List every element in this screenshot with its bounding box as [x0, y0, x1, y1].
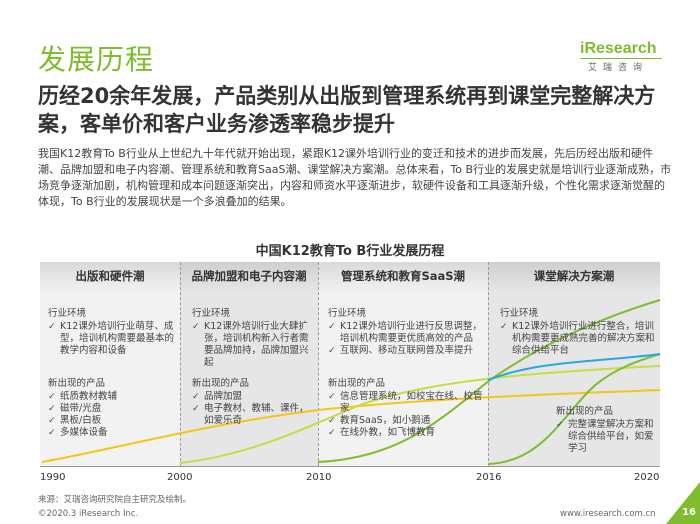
env-item: 互联网、移动互联网普及率提升: [328, 345, 484, 357]
stage4-products: 新出现的产品 完整课堂解决方案和综合供给平台，如爱学习: [556, 406, 660, 455]
timeline-axis: [40, 466, 660, 467]
env-item: K12课外培训行业进行整合，培训机构需要更成熟完善的解决方案和综合供给平台: [500, 321, 658, 357]
chart-title: 中国K12教育To B行业发展历程: [255, 244, 445, 259]
prod-item: 信息管理系统，如校宝在线、校管家: [328, 391, 484, 415]
prod-title: 新出现的产品: [192, 378, 250, 389]
prod-title: 新出现的产品: [48, 378, 106, 389]
stage-name: 管理系统和教育SaaS潮: [340, 269, 466, 283]
prod-item: 多媒体设备: [48, 427, 176, 439]
headline: 历经20余年发展，产品类别从出版到管理系统再到课堂完整解决方案，客单价和客户业务…: [38, 84, 656, 136]
stage1-products: 新出现的产品 纸质教材教辅 磁带/光盘 黑板/白板 多媒体设备: [48, 378, 176, 439]
year-label: 2020: [634, 472, 660, 483]
stage-divider: [180, 262, 181, 466]
page-number: 16: [682, 507, 696, 518]
iresearch-logo: iResearch 艾瑞咨询: [580, 40, 666, 80]
prod-item: 电子教材、教辅、课件，如爱乐奇: [192, 403, 314, 427]
prod-item: 纸质教材教辅: [48, 391, 176, 403]
website: www.iresearch.com.cn: [560, 509, 656, 519]
prod-item: 磁带/光盘: [48, 403, 176, 415]
prod-item: 在线外教，如飞博教育: [328, 427, 484, 439]
source-note: 来源：艾瑞咨询研究院自主研究及绘制。: [38, 495, 192, 505]
year-label: 2000: [167, 472, 193, 483]
env-item: K12课外培训行业进行反思调整，培训机构需要更优质高效的产品: [328, 321, 484, 345]
page-title: 发展历程: [38, 43, 155, 76]
stage1-environment: 行业环境 K12课外培训行业萌芽、成型，培训机构需要最基本的教学内容和设备: [48, 308, 176, 357]
stage-name: 品牌加盟和电子内容潮: [191, 269, 307, 283]
prod-item: 品牌加盟: [192, 391, 314, 403]
page-number-badge: [666, 482, 700, 524]
stage3-environment: 行业环境 K12课外培训行业进行反思调整，培训机构需要更优质高效的产品 互联网、…: [328, 308, 484, 357]
stage-divider: [318, 262, 319, 466]
year-label: 2016: [476, 472, 502, 483]
stage-divider: [488, 262, 489, 466]
stage3-products: 新出现的产品 信息管理系统，如校宝在线、校管家 教育SaaS，如小鹅通 在线外教…: [328, 378, 484, 439]
year-label: 2010: [306, 472, 332, 483]
year-label: 1990: [40, 472, 66, 483]
env-title: 行业环境: [328, 308, 367, 319]
copyright: ©2020.3 iResearch Inc.: [38, 509, 139, 519]
stage-name: 出版和硬件潮: [75, 269, 145, 283]
logo-brand: iResearch: [580, 40, 657, 57]
stage2-environment: 行业环境 K12课外培训行业大肆扩张，培训机构新入行者需要品牌加持，品牌加盟兴起: [192, 308, 314, 369]
stage-header: [40, 262, 180, 292]
prod-title: 新出现的产品: [556, 406, 614, 417]
stage-name: 课堂解决方案潮: [533, 269, 615, 283]
prod-item: 教育SaaS，如小鹅通: [328, 415, 484, 427]
stage-header: [318, 262, 488, 292]
env-item: K12课外培训行业大肆扩张，培训机构新入行者需要品牌加持，品牌加盟兴起: [192, 321, 314, 369]
stage4-environment: 行业环境 K12课外培训行业进行整合，培训机构需要更成熟完善的解决方案和综合供给…: [500, 308, 658, 357]
stage2-products: 新出现的产品 品牌加盟 电子教材、教辅、课件，如爱乐奇: [192, 378, 314, 427]
logo-brand-cn: 艾瑞咨询: [588, 63, 649, 73]
prod-item: 完整课堂解决方案和综合供给平台，如爱学习: [556, 419, 660, 455]
prod-title: 新出现的产品: [328, 378, 386, 389]
stage-header: [488, 262, 660, 292]
intro-paragraph: 我国K12教育To B行业从上世纪九十年代就开始出现，紧跟K12课外培训行业的变…: [38, 147, 672, 208]
env-title: 行业环境: [48, 308, 87, 319]
stage-header: [180, 262, 318, 292]
env-item: K12课外培训行业萌芽、成型，培训机构需要最基本的教学内容和设备: [48, 321, 176, 357]
prod-item: 黑板/白板: [48, 415, 176, 427]
env-title: 行业环境: [500, 308, 539, 319]
logo-underline: [580, 58, 662, 59]
env-title: 行业环境: [192, 308, 231, 319]
